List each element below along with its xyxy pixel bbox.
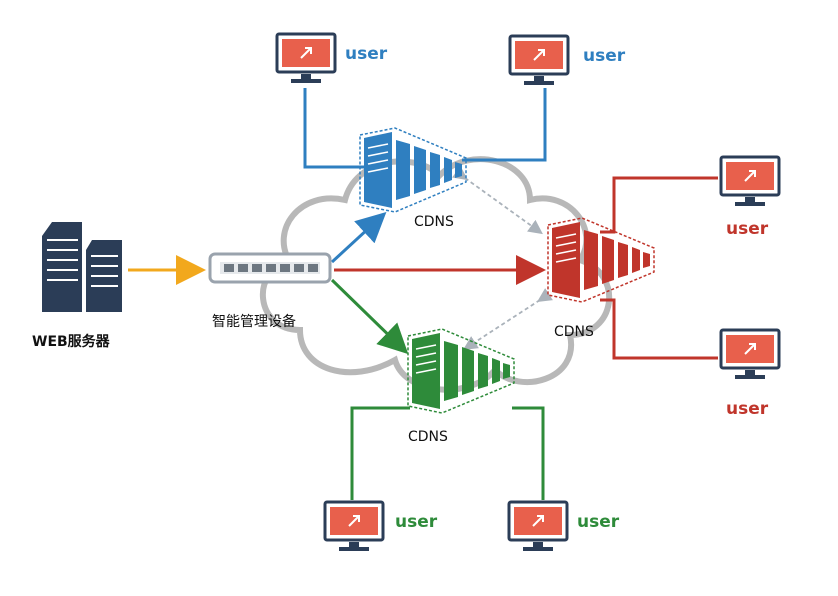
monitor-icon-bottom-right [507,500,569,551]
user-label-top-left: user [345,44,388,64]
cdns-right-label: CDNS [554,324,594,340]
web-server-icon [42,222,122,312]
cdns-sync-link-top [452,165,543,235]
cdns-right-server-icon [547,217,655,303]
cdns-bottom-label: CDNS [408,429,448,445]
device-to-top-cdns-arrow [330,211,387,264]
smart-device-icon [208,252,332,284]
device-to-bottom-cdns-arrow [330,278,409,355]
red-user-links [600,176,718,360]
cdns-top-label: CDNS [414,214,454,230]
monitor-icon-right-bottom [719,328,781,379]
blue-user-links [303,88,547,169]
user-label-bottom-left: user [395,512,438,532]
cdns-bottom-server-icon [407,328,515,414]
user-label-right-top: user [726,219,769,239]
green-user-links [350,406,545,500]
monitor-icon-top-right [508,34,570,85]
monitor-icon-right-top [719,155,781,206]
monitor-icon-top-left [275,32,337,83]
user-label-right-bottom: user [726,399,769,419]
monitor-icon-bottom-left [323,500,385,551]
cdns-sync-link-bottom [462,288,553,350]
web-server-label: WEB服务器 [32,333,111,350]
user-label-top-right: user [583,46,626,66]
smart-device-label: 智能管理设备 [212,313,296,330]
user-label-bottom-right: user [577,512,620,532]
cdns-top-server-icon [359,127,467,213]
